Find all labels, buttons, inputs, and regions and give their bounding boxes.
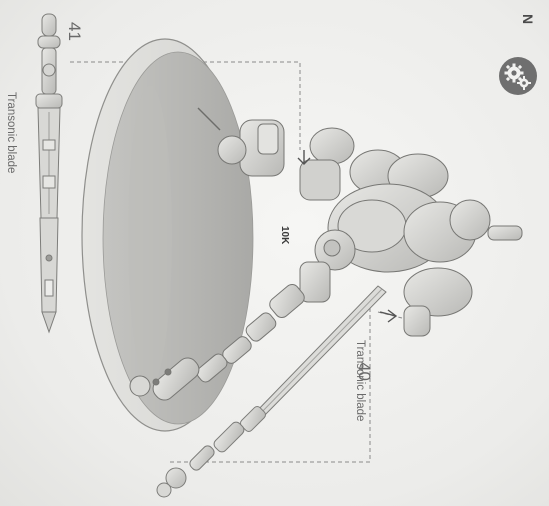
part-label-41: Transonic blade (5, 92, 17, 173)
blade-part-41 (36, 14, 62, 332)
gear-badge (498, 56, 538, 96)
gear-icon (498, 56, 538, 96)
step-number-41: 41 (64, 22, 84, 41)
part-label-40: Transonic blade (354, 340, 366, 421)
corner-letter: N (520, 14, 536, 24)
model-code: 10K (279, 226, 290, 244)
